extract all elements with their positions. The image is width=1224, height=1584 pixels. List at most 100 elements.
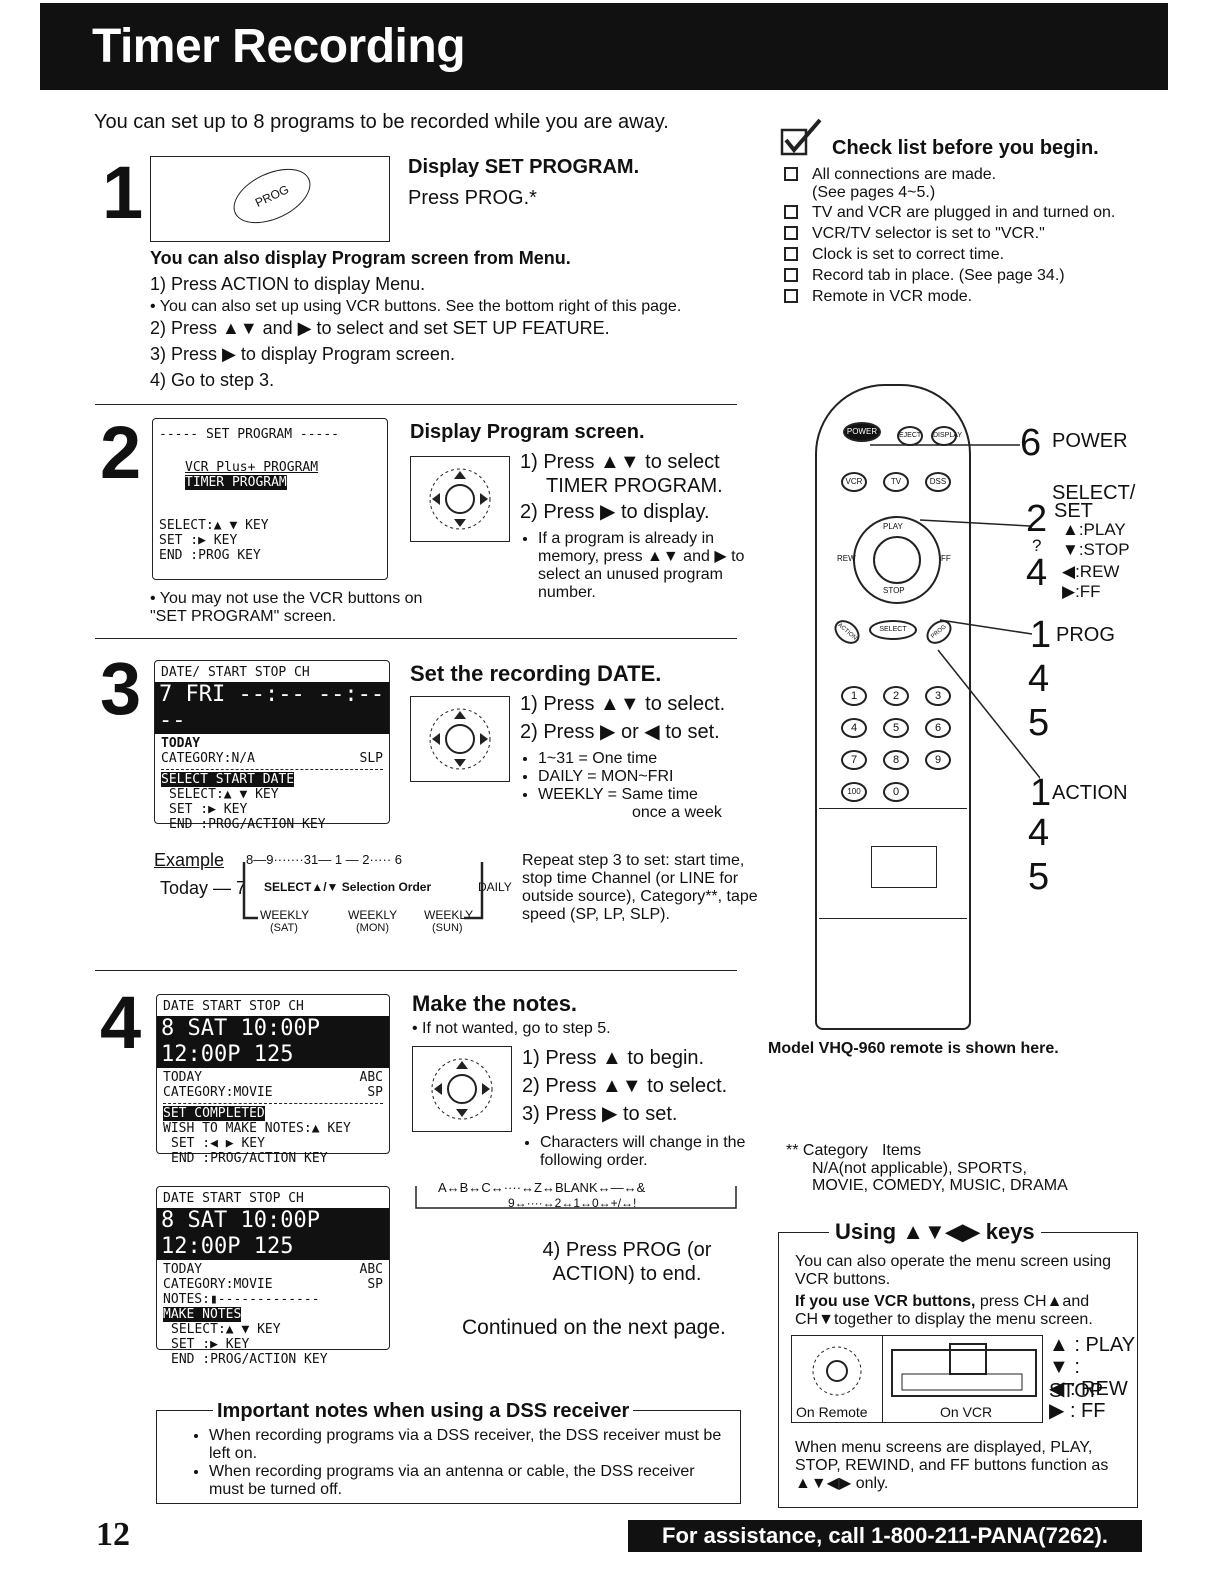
step1-item: 2) Press ▲▼ and ▶ to select and set SET … <box>150 318 610 338</box>
callout-label: PROG <box>1056 624 1115 646</box>
category-items-label: Items <box>882 1142 922 1159</box>
step4-sub: 4) Press PROG (or ACTION) to end. <box>542 1239 712 1285</box>
checklist-item: VCR/TV selector is set to "VCR." <box>784 225 1045 243</box>
key-mapping: ▶ : FF <box>1049 1400 1106 1422</box>
example-weekly-day: (SAT) <box>270 922 298 934</box>
example-weekly: WEEKLY <box>348 908 398 922</box>
action-button: ACTION <box>829 615 865 649</box>
remote-panel-line <box>819 808 967 809</box>
prog-button-icon: PROG <box>225 157 319 235</box>
dss-title: Important notes when using a DSS receive… <box>213 1399 634 1423</box>
screen-line: WISH TO MAKE NOTES:▲ KEY <box>163 1121 351 1136</box>
dpad-icon <box>412 1046 512 1132</box>
step1-text: Press PROG.* <box>408 187 537 209</box>
step3-repeat-note: Repeat step 3 to set: start time, stop t… <box>522 852 758 923</box>
number-button: 100 <box>841 782 867 802</box>
number-button: 1 <box>841 686 867 706</box>
using-keys-text: When menu screens are displayed, PLAY, S… <box>795 1439 1109 1492</box>
screen-line: TODAY <box>161 736 201 751</box>
checklist-item: (See pages 4~5.) <box>812 184 936 201</box>
checkbox-icon <box>784 167 798 181</box>
callout-number: 1 <box>1030 772 1052 814</box>
callout-label: ? <box>1032 536 1042 555</box>
step3-title: Set the recording DATE. <box>410 661 662 686</box>
character-order-row: A↔B↔C↔····↔Z↔BLANK↔—↔& <box>438 1180 646 1195</box>
screen-highlight: MAKE NOTES <box>163 1307 242 1322</box>
tv-button: TV <box>883 472 909 492</box>
callout-label: ◀:REW <box>1062 562 1120 581</box>
vcr-button: VCR <box>841 472 867 492</box>
ff-label: FF <box>941 554 951 563</box>
screen-line: SET :▶ KEY <box>159 533 238 548</box>
step1-item: 4) Go to step 3. <box>150 370 275 390</box>
example-daily: DAILY <box>478 880 512 894</box>
screen-line: VCR Plus+ PROGRAM <box>185 460 319 475</box>
screen-highlight: SELECT START DATE <box>161 772 295 787</box>
example-top-sequence: 8—9·······31— 1 — 2····· 6 <box>246 852 403 867</box>
screen-highlight: 8 SAT 10:00P 12:00P 125 <box>157 1208 389 1260</box>
checklist-item: Clock is set to correct time. <box>784 246 1004 264</box>
number-button: 7 <box>841 750 867 770</box>
step1-item: 1) Press ACTION to display Menu. <box>150 274 426 294</box>
screen-highlight: 8 SAT 10:00P 12:00P 125 <box>157 1016 389 1068</box>
callout-label: ▶:FF <box>1062 582 1101 601</box>
step3-sub: 2) Press ▶ or ◀ to set. <box>520 721 720 743</box>
key-mapping: ▼ : STOP <box>1049 1356 1104 1402</box>
checkmark-icon <box>780 118 828 165</box>
callout-number: 4 <box>1026 552 1048 594</box>
step1-menu-title: You can also display Program screen from… <box>150 248 571 268</box>
navigation-ring <box>853 516 941 604</box>
screen-line: END :PROG/ACTION KEY <box>171 1151 328 1166</box>
callout-label: ▼:STOP <box>1062 540 1130 559</box>
number-button: 9 <box>925 750 951 770</box>
example-order: SELECT▲/▼ Selection Order <box>264 880 432 894</box>
checkbox-icon <box>784 226 798 240</box>
screen-line: SELECT:▲ ▼ KEY <box>171 1322 281 1337</box>
select-date-screen: DATE/ START STOP CH 7 FRI --:-- --:-- --… <box>154 660 390 832</box>
callout-number: 5 <box>1028 702 1050 744</box>
screen-line: CATEGORY:MOVIE <box>163 1085 273 1100</box>
using-keys-text: You can also operate the menu screen usi… <box>795 1253 1112 1288</box>
screen-line: SP <box>367 1277 383 1292</box>
remote-callout-lines <box>870 444 1040 780</box>
set-completed-screen: DATE START STOP CH 8 SAT 10:00P 12:00P 1… <box>156 994 390 1166</box>
using-keys-title: Using ▲▼◀▶ keys <box>829 1219 1041 1245</box>
page-title: Timer Recording <box>92 20 466 73</box>
page-number: 12 <box>96 1516 130 1553</box>
checklist-item: TV and VCR are plugged in and turned on. <box>784 204 1115 222</box>
divider <box>95 638 737 639</box>
checklist-item: All connections are made. <box>784 166 996 184</box>
key-mapping: ▲ : PLAY <box>1049 1334 1136 1356</box>
assistance-banner: For assistance, call 1-800-211-PANA(7262… <box>628 1520 1142 1552</box>
checkbox-icon <box>784 268 798 282</box>
divider <box>95 404 737 405</box>
step-number: 1 <box>102 151 144 234</box>
screen-line: SET :◀ ▶ KEY <box>171 1136 265 1151</box>
category-items: N/A(not applicable), SPORTS, <box>812 1160 1027 1177</box>
divider <box>95 970 737 971</box>
step2-title: Display Program screen. <box>410 421 645 443</box>
example-weekly-day: (SUN) <box>432 922 463 934</box>
checkbox-icon <box>784 289 798 303</box>
using-keys-text: If you use VCR buttons, press CH▲and CH▼… <box>795 1293 1093 1328</box>
select-button: SELECT <box>869 620 917 640</box>
callout-number: 1 <box>1030 614 1052 656</box>
step1-item: • You can also set up using VCR buttons.… <box>150 298 682 315</box>
step2-note: If a program is already in memory, press… <box>520 530 758 602</box>
on-vcr-label: On VCR <box>940 1404 993 1420</box>
step4-sub: 3) Press ▶ to set. <box>522 1103 678 1125</box>
screen-line: SELECT:▲ ▼ KEY <box>159 518 269 533</box>
step3-sub: 1) Press ▲▼ to select. <box>520 693 726 715</box>
step-number: 2 <box>100 411 142 494</box>
screen-line: SP <box>367 1085 383 1100</box>
step2-footnote: • You may not use the VCR buttons on "SE… <box>150 590 423 625</box>
checkbox-icon <box>784 247 798 261</box>
callout-label: ▲:PLAY <box>1062 520 1126 539</box>
checklist-item: Remote in VCR mode. <box>784 288 972 306</box>
callout-label: SELECT/ <box>1052 482 1136 504</box>
example-weekly-day: (MON) <box>356 922 389 934</box>
number-button: 3 <box>925 686 951 706</box>
dss-button: DSS <box>925 472 951 492</box>
screen-line: SLP <box>359 751 383 766</box>
step4-title: Make the notes. <box>412 991 578 1016</box>
